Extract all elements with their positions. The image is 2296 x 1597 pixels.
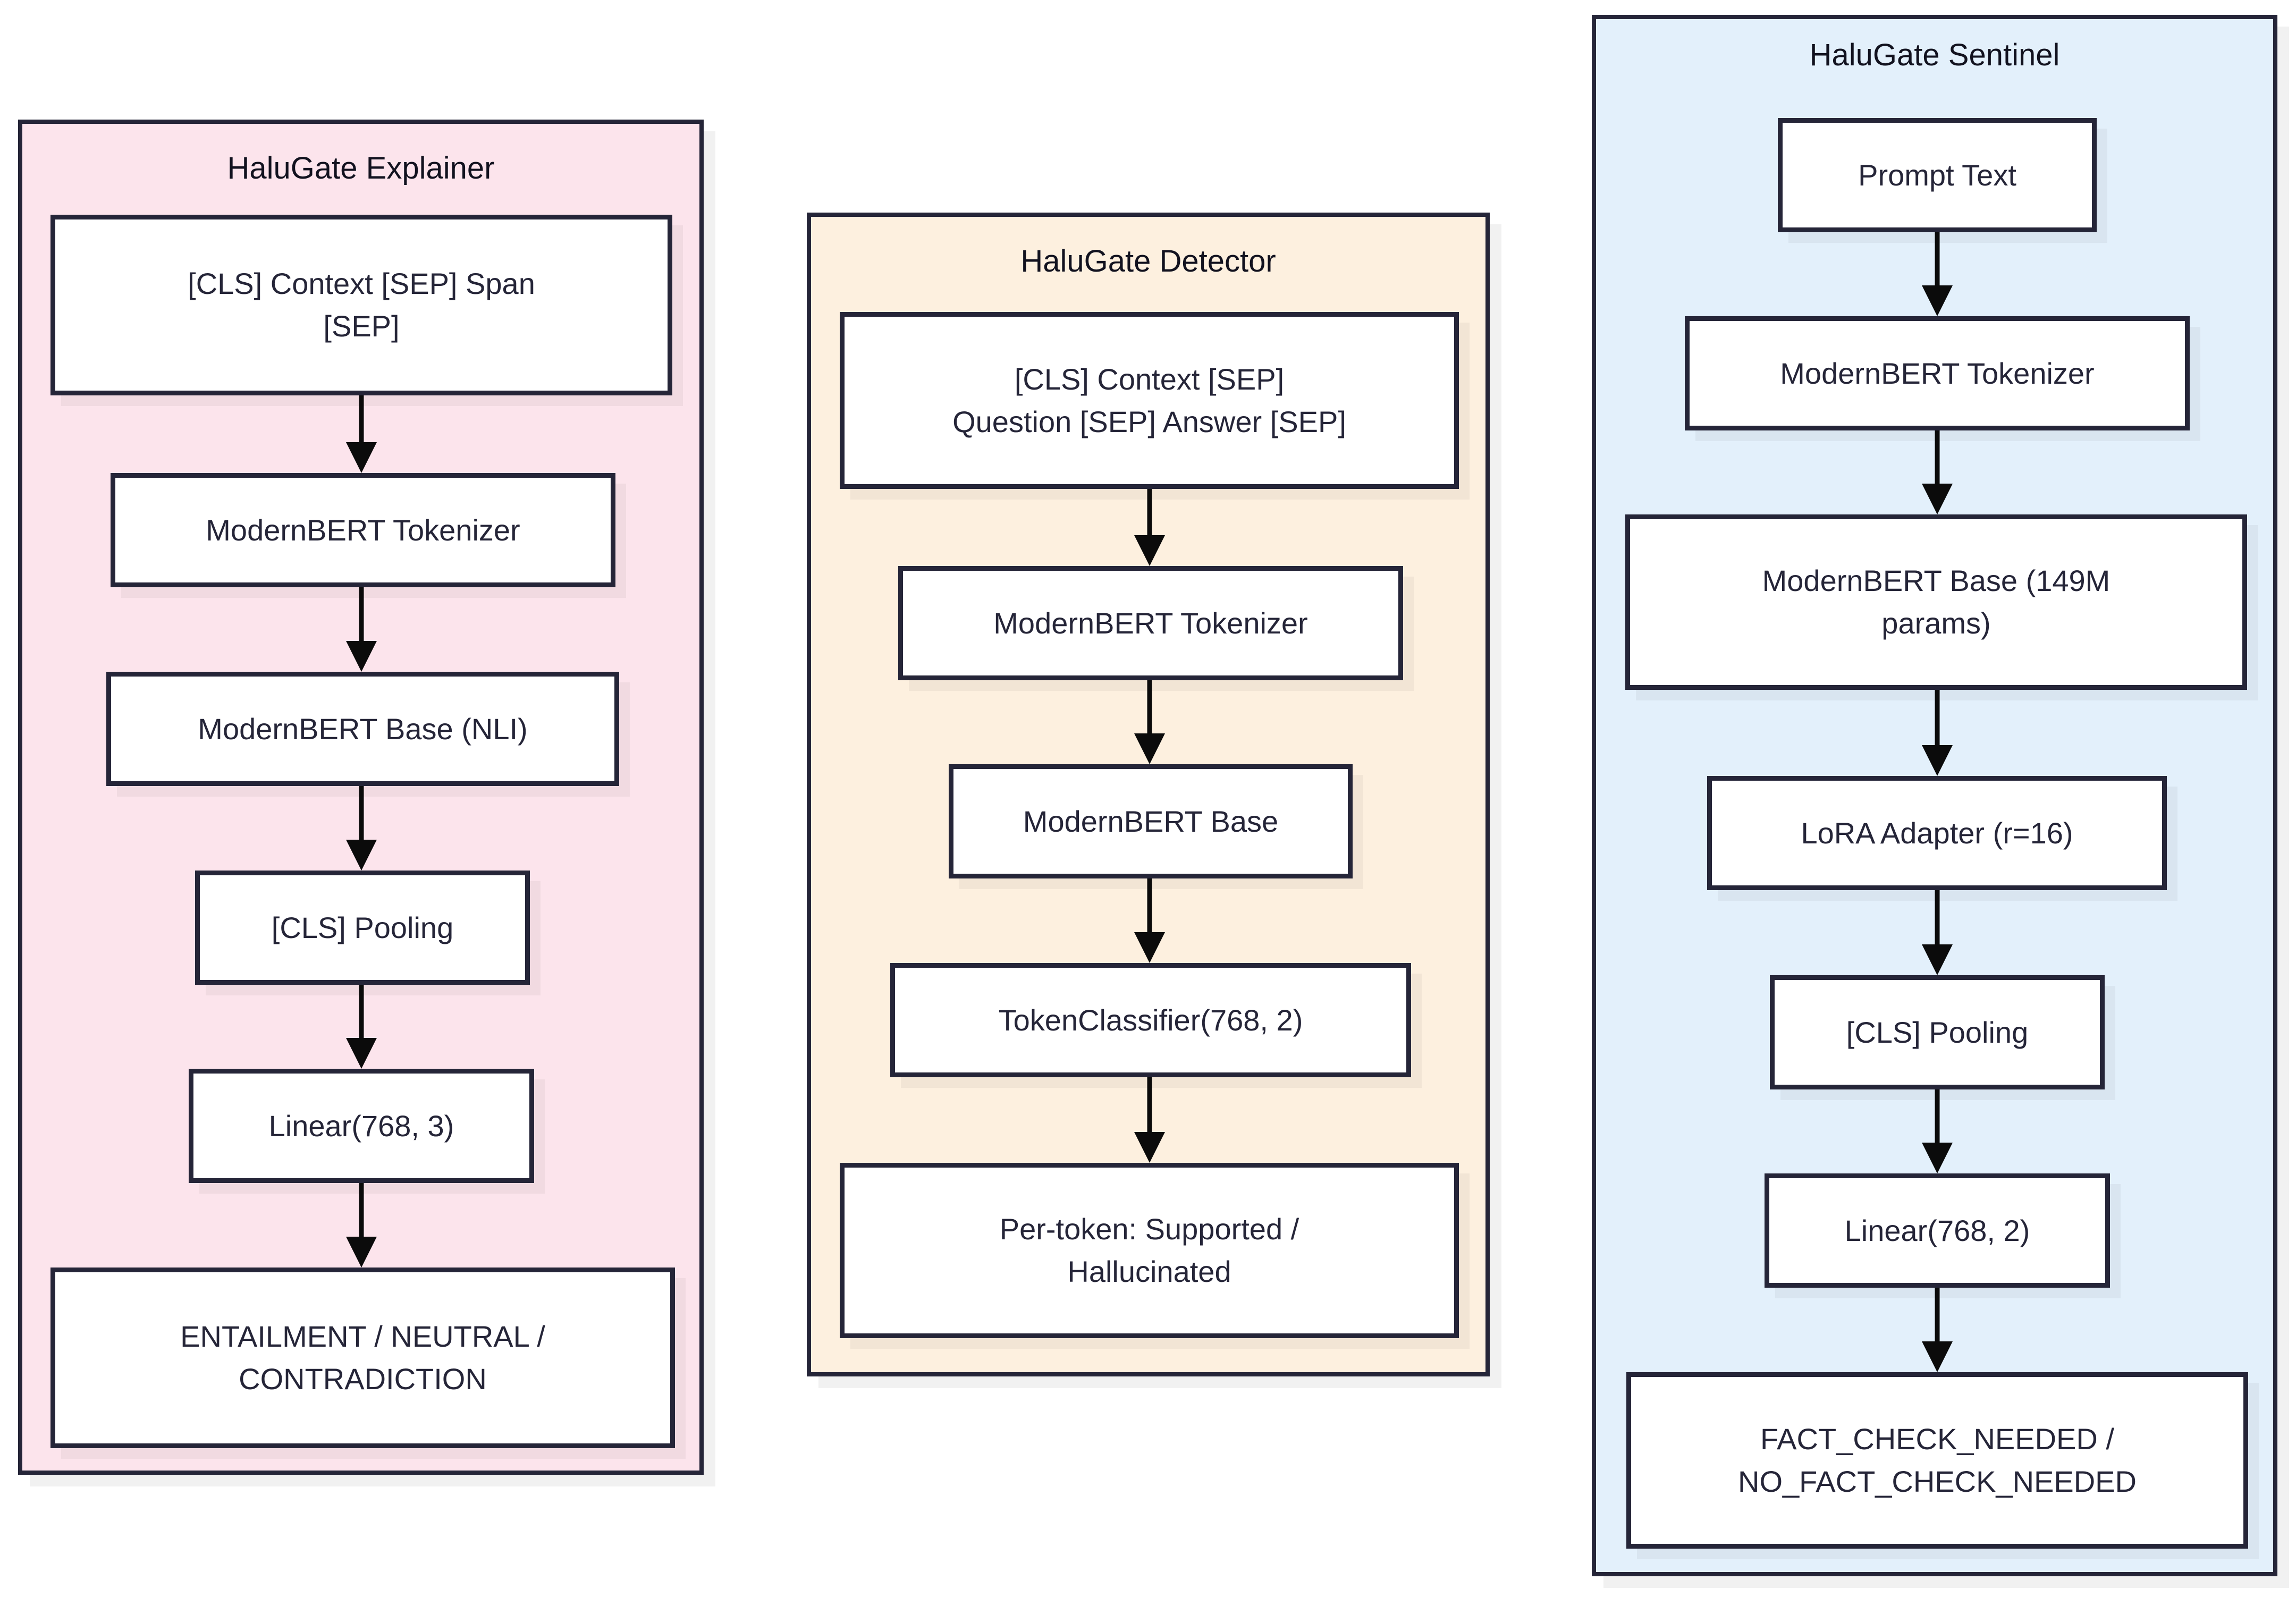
node-line: ModernBERT Base: [1023, 804, 1279, 838]
node-line: TokenClassifier(768, 2): [998, 1003, 1303, 1037]
node-line: ModernBERT Tokenizer: [206, 513, 520, 547]
node-sen-pooling[interactable]: [CLS] Pooling: [1770, 975, 2105, 1089]
node-line: NO_FACT_CHECK_NEEDED: [1738, 1465, 2137, 1498]
node-sen-base[interactable]: ModernBERT Base (149M params): [1625, 514, 2247, 690]
node-line: Linear(768, 2): [1844, 1213, 2030, 1247]
node-line: params): [1881, 606, 1991, 640]
node-line: ModernBERT Tokenizer: [993, 606, 1308, 640]
node-line: ModernBERT Tokenizer: [1780, 356, 2095, 390]
node-line: Question [SEP] Answer [SEP]: [952, 404, 1346, 438]
node-line: Per-token: Supported /: [999, 1212, 1299, 1246]
node-line: LoRA Adapter (r=16): [1801, 816, 2073, 850]
node-exp-pooling[interactable]: [CLS] Pooling: [195, 871, 530, 985]
node-sen-linear[interactable]: Linear(768, 2): [1765, 1173, 2110, 1288]
subgraph-title-explainer: HaluGate Explainer: [227, 151, 495, 185]
node-exp-output[interactable]: ENTAILMENT / NEUTRAL / CONTRADICTION: [50, 1268, 675, 1448]
node-line: [CLS] Context [SEP] Span: [188, 267, 535, 301]
node-exp-base[interactable]: ModernBERT Base (NLI): [106, 672, 619, 786]
node-line: Linear(768, 3): [268, 1109, 454, 1143]
node-sen-prompt[interactable]: Prompt Text: [1778, 118, 2097, 232]
node-exp-input[interactable]: [CLS] Context [SEP] Span [SEP]: [50, 215, 672, 395]
node-det-classifier[interactable]: TokenClassifier(768, 2): [890, 963, 1411, 1077]
node-det-tokenizer[interactable]: ModernBERT Tokenizer: [898, 566, 1403, 680]
node-line: ModernBERT Base (149M: [1762, 564, 2111, 598]
node-det-input[interactable]: [CLS] Context [SEP] Question [SEP] Answe…: [840, 312, 1459, 489]
subgraph-title-sentinel: HaluGate Sentinel: [1809, 38, 2060, 72]
node-sen-tokenizer[interactable]: ModernBERT Tokenizer: [1685, 316, 2190, 430]
subgraph-title-detector: HaluGate Detector: [1020, 244, 1276, 278]
node-sen-lora[interactable]: LoRA Adapter (r=16): [1707, 776, 2167, 890]
node-line: FACT_CHECK_NEEDED /: [1760, 1422, 2114, 1456]
node-line: [CLS] Pooling: [271, 910, 454, 944]
node-line: [SEP]: [323, 309, 400, 343]
node-line: Hallucinated: [1067, 1255, 1231, 1288]
node-exp-tokenizer[interactable]: ModernBERT Tokenizer: [111, 473, 615, 587]
node-line: [CLS] Pooling: [1846, 1015, 2029, 1049]
node-line: [CLS] Context [SEP]: [1014, 362, 1285, 396]
node-line: Prompt Text: [1858, 158, 2016, 192]
node-line: ENTAILMENT / NEUTRAL /: [180, 1320, 545, 1354]
node-sen-output[interactable]: FACT_CHECK_NEEDED / NO_FACT_CHECK_NEEDED: [1626, 1372, 2248, 1549]
node-det-base[interactable]: ModernBERT Base: [949, 764, 1353, 878]
node-line: ModernBERT Base (NLI): [198, 712, 528, 746]
node-exp-linear[interactable]: Linear(768, 3): [189, 1069, 534, 1183]
node-det-output[interactable]: Per-token: Supported / Hallucinated: [840, 1163, 1459, 1338]
node-line: CONTRADICTION: [239, 1362, 487, 1396]
